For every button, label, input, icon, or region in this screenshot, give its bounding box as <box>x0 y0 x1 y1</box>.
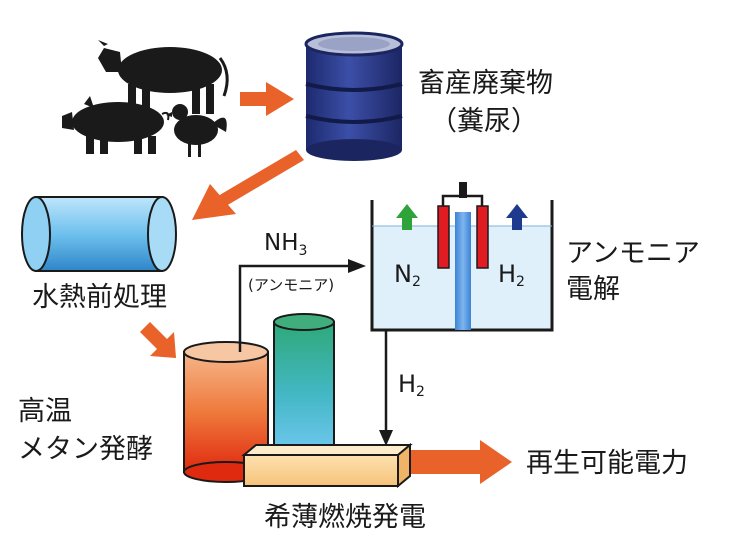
burner-box-icon <box>241 442 413 489</box>
lean-combustion-label: 希薄燃焼発電 <box>264 502 426 533</box>
h2-flow-label: H2 <box>398 370 425 400</box>
h2-cell-label: H2 <box>498 260 525 290</box>
arrow-livestock-to-drum <box>240 82 294 116</box>
hydrogen-flow-line <box>379 330 393 446</box>
n2-label: N2 <box>394 260 421 290</box>
renewable-power-label: 再生可能電力 <box>526 448 688 479</box>
hydrothermal-pretreatment-label: 水熱前処理 <box>32 282 167 313</box>
ammonia-label: (アンモニア) <box>248 276 334 294</box>
anode-electrode <box>437 205 450 269</box>
pig-icon <box>62 96 170 154</box>
arrow-to-electricity <box>408 440 512 484</box>
arrow-pretreatment-to-fermenter <box>140 322 176 358</box>
n2-up-arrow-icon <box>396 204 418 230</box>
ammonia-flow-line <box>238 259 366 352</box>
membrane <box>455 212 471 330</box>
h2-up-arrow-icon <box>506 204 528 230</box>
thermophilic-label-line2: メタン発酵 <box>18 434 153 465</box>
gas-tank-icon <box>273 313 335 453</box>
chicken-icon <box>166 104 227 157</box>
ammonia-electrolysis-label-line1: アンモニア <box>566 238 700 269</box>
manure-label: （糞尿） <box>430 106 538 137</box>
cathode-electrode <box>476 205 489 269</box>
nh3-label: NH3 <box>264 230 307 259</box>
thermophilic-label-line1: 高温 <box>18 396 72 427</box>
arrow-drum-to-pretreatment <box>192 150 304 220</box>
ammonia-electrolysis-label-line2: 電解 <box>566 274 620 305</box>
waste-drum-icon <box>304 31 404 161</box>
electrolysis-cell <box>370 182 554 332</box>
pretreatment-tank-icon <box>21 196 177 272</box>
cow-icon <box>98 40 229 114</box>
livestock-waste-label: 畜産廃棄物 <box>418 68 553 99</box>
